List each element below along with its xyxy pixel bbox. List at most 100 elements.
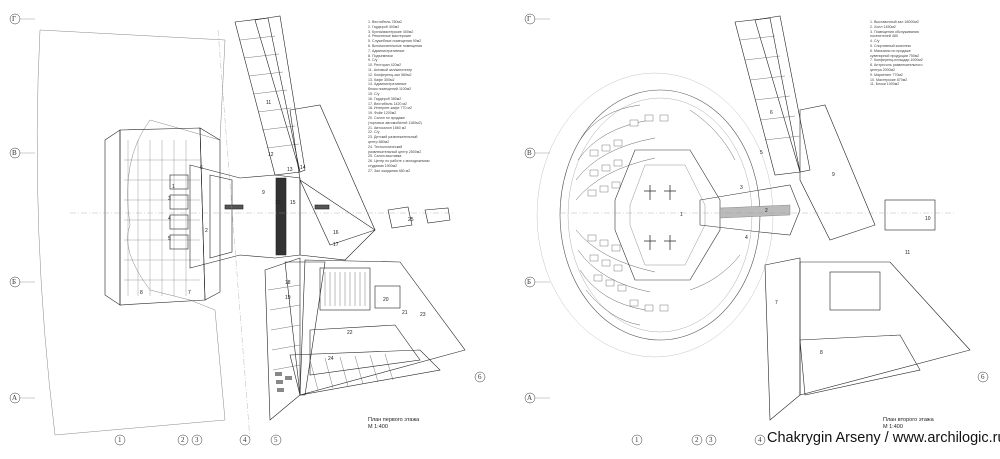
room-number-label: 13 xyxy=(287,167,293,173)
legend-entry: 11. Актовый зал/кинотеатр xyxy=(368,67,413,72)
room-number-label: 23 xyxy=(420,312,426,318)
room-number-label: 9 xyxy=(832,172,835,178)
legend-entry: 7. Конференц-площади 1000м2 xyxy=(870,58,923,63)
axis-column-label: 4 xyxy=(243,436,247,444)
axis-column-label: 5 xyxy=(274,436,278,444)
right-plan-scale: М 1:400 xyxy=(883,424,903,430)
legend-entry: 6. Вспомогательные помещения xyxy=(368,43,423,48)
legend-entry: 12. Конференц-зал 560м2 xyxy=(368,72,412,77)
room-number-label: 1 xyxy=(172,184,175,190)
legend-entry: 15. С/у xyxy=(368,91,380,96)
room-number-label: 15 xyxy=(290,200,296,206)
axis-column-label: 1 xyxy=(635,436,639,444)
room-number-label: 7 xyxy=(188,290,191,296)
room-number-label: 7 xyxy=(775,300,778,306)
axis-column-label: 6 xyxy=(981,373,985,381)
right-plan-geometry xyxy=(536,15,971,421)
axis-row-label: Г xyxy=(527,15,532,23)
axis-row-label: Г xyxy=(12,15,17,23)
legend-entry: 3. Помещения обслуживания xyxy=(870,29,919,34)
axis-row-label: Б xyxy=(12,278,17,286)
legend-entry: 19. Фойе 1200м2 xyxy=(368,111,397,116)
room-number-label: 10 xyxy=(925,216,931,222)
room-number-label: 11 xyxy=(266,100,272,106)
left-plan-geometry xyxy=(36,15,466,441)
legend-entry: сувенирной продукции 750м2 xyxy=(870,53,920,58)
axis-column-label: 1 xyxy=(118,436,122,444)
legend-entry: 4. С/у xyxy=(870,39,880,44)
room-number-label: 12 xyxy=(268,152,274,158)
legend-entry: центра 2000м2 xyxy=(870,67,896,72)
axis-row-label: В xyxy=(527,149,532,157)
axis-column-label: 3 xyxy=(195,436,199,444)
right-plan-title: План второго этажа xyxy=(883,417,934,423)
legend-entry: 27. Зал ожидания 480 м2 xyxy=(368,168,411,173)
legend-entry: 2. Холл 1450м2 xyxy=(870,24,896,29)
axis-row-label: А xyxy=(12,394,18,402)
legend-entry: 7. Административные xyxy=(368,48,405,53)
axis-row-label: Б xyxy=(527,278,532,286)
legend-entry: 23. Детский развлекательный xyxy=(368,135,418,140)
legend-entry: 4. Ремонтные мастерские xyxy=(368,34,412,39)
left-plan-title-block: План первого этажа М 1:400 xyxy=(368,417,419,431)
legend-entry: 26. Центр по работе с молодежными xyxy=(368,159,430,164)
room-number-label: 5 xyxy=(760,150,763,156)
axis-column-label: 4 xyxy=(758,436,762,444)
room-number-label: 2 xyxy=(205,228,208,234)
legend-entry: 13. Кафе 300м2 xyxy=(368,77,395,82)
legend-entry: 22. С/у xyxy=(368,130,380,135)
room-number-label: 19 xyxy=(285,295,291,301)
legend-entry: 8. Антресоль развлекательного xyxy=(870,63,923,68)
room-number-label: 6 xyxy=(770,110,773,116)
room-number-label: 9 xyxy=(262,190,265,196)
left-plan-scale: М 1:400 xyxy=(368,424,388,430)
axis-row-label: А xyxy=(527,394,533,402)
legend-entry: центр 880м2 xyxy=(368,139,390,144)
legend-entry: 6. Магазины по продаже xyxy=(870,48,911,53)
legend-entry: 9. С/у xyxy=(368,58,378,63)
legend-entry: 10. Мастерские 870м2 xyxy=(870,77,908,82)
legend-entry: 1. Вестибюль 780м2 xyxy=(368,20,402,24)
room-number-label: 24 xyxy=(328,356,334,362)
legend-entry: 24. Технологический xyxy=(368,144,403,149)
legend-entry: 9. Маркетинг 770м2 xyxy=(870,72,903,77)
room-number-label: 11 xyxy=(905,250,911,256)
room-number-label: 10 xyxy=(275,200,281,206)
room-number-label: 3 xyxy=(168,196,171,202)
legend-entry: студиями 1900м2 xyxy=(368,163,398,168)
right-plan-title-block: План второго этажа М 1:400 xyxy=(883,417,934,431)
room-number-label: 5 xyxy=(168,236,171,242)
room-number-label: 17 xyxy=(333,242,339,248)
room-number-label: 22 xyxy=(347,330,353,336)
room-number-label: 3 xyxy=(740,185,743,191)
room-number-label: 16 xyxy=(333,230,339,236)
room-number-label: 18 xyxy=(285,280,291,286)
grid-axis-markers xyxy=(9,13,989,446)
legend-entry: 20. Салон по продаже xyxy=(368,115,406,120)
room-number-label: 4 xyxy=(745,235,748,241)
axis-row-label: В xyxy=(12,149,17,157)
axis-column-label: 2 xyxy=(695,436,699,444)
legend-entry: 2. Гардероб 400м2 xyxy=(368,24,400,29)
axis-column-label: 3 xyxy=(709,436,713,444)
legend-entry: 18. Интернет-кафе 770 м2 xyxy=(368,106,412,111)
room-number-label: 4 xyxy=(168,216,171,222)
legend-entry: 5. Спортивный комплекс xyxy=(870,43,912,48)
legend-entry: 14. Административные xyxy=(368,82,407,87)
legend-entry: 5. Служебные помещения 90м2 xyxy=(368,39,422,44)
legend-entry: 21. Автосалон 1660 м2 xyxy=(368,125,407,130)
room-number-label: 14 xyxy=(300,165,306,171)
legend-entry: (торговых автомобилей 1180м2) xyxy=(368,120,422,125)
legend-entry: 25. Салон-выставка xyxy=(368,154,402,159)
room-number-label: 6 xyxy=(200,165,203,171)
legend-entry: посетителей 480 xyxy=(870,34,898,39)
room-number-label: 1 xyxy=(680,212,683,218)
legend-entry: 3. Кухня/мастерские 400м2 xyxy=(368,29,414,34)
room-number-label: 21 xyxy=(402,310,408,316)
room-number-label: 25 xyxy=(408,217,414,223)
legend-entry: блоки помещений 1100м2 xyxy=(368,87,412,92)
legend-entry: 1. Выставочный зал 18000м2 xyxy=(870,20,919,24)
